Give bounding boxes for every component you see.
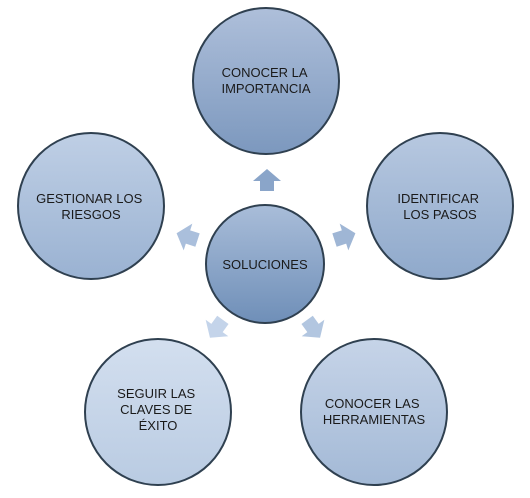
arrow-to-identificar-pasos	[332, 223, 356, 251]
arrow-to-seguir-claves	[205, 315, 229, 338]
arrow-to-gestionar-riesgos	[176, 223, 200, 251]
center-label: SOLUCIONES	[222, 257, 308, 272]
arrow-to-conocer-importancia	[253, 169, 281, 191]
node-identificar-pasos: IDENTIFICAR LOS PASOS	[366, 132, 514, 280]
node-label: IDENTIFICAR LOS PASOS	[397, 191, 482, 222]
center-node-soluciones: SOLUCIONES	[205, 204, 325, 324]
node-label: CONOCER LAS HERRAMIENTAS	[323, 396, 426, 427]
node-conocer-herramientas: CONOCER LAS HERRAMIENTAS	[300, 338, 448, 486]
node-seguir-claves: SEGUIR LAS CLAVES DE ÉXITO	[84, 338, 232, 486]
node-label: CONOCER LA IMPORTANCIA	[221, 65, 310, 96]
node-label: SEGUIR LAS CLAVES DE ÉXITO	[117, 386, 199, 433]
node-conocer-importancia: CONOCER LA IMPORTANCIA	[192, 7, 340, 155]
node-gestionar-riesgos: GESTIONAR LOS RIESGOS	[17, 132, 165, 280]
node-label: GESTIONAR LOS RIESGOS	[36, 191, 146, 222]
arrow-to-conocer-herramientas	[301, 315, 325, 338]
